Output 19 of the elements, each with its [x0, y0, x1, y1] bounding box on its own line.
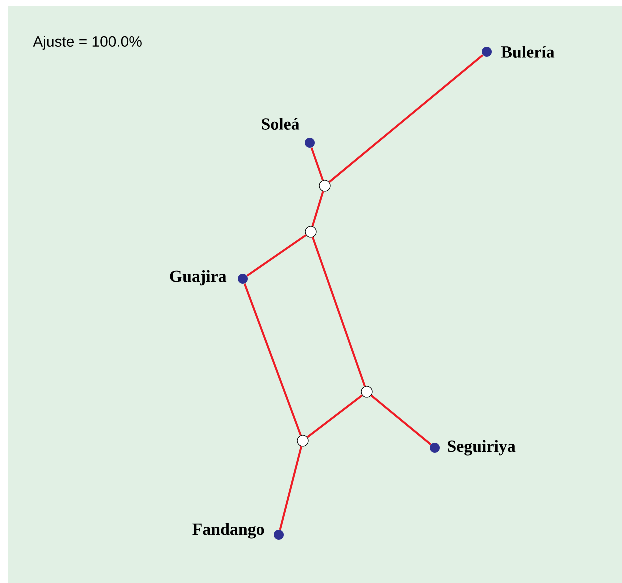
fit-label: Ajuste = 100.0%	[33, 36, 142, 50]
network-edge	[279, 446, 303, 530]
split-node	[319, 180, 331, 192]
network-edge	[244, 284, 302, 436]
network-edge	[312, 237, 366, 387]
network-edge	[246, 234, 307, 277]
split-node	[305, 226, 317, 238]
taxon-label: Soleá	[262, 118, 300, 130]
network-edge	[307, 394, 363, 438]
taxon-label: Fandango	[192, 523, 264, 539]
network-edge	[370, 394, 432, 446]
split-node	[297, 435, 309, 447]
network-edge	[310, 148, 324, 181]
taxon-label: Guajira	[170, 270, 227, 286]
taxon-label: Bulería	[501, 46, 555, 58]
network-edge	[312, 191, 324, 227]
taxon-label: Seguiriya	[448, 440, 516, 456]
split-node	[361, 386, 373, 398]
network-edge	[328, 54, 484, 184]
